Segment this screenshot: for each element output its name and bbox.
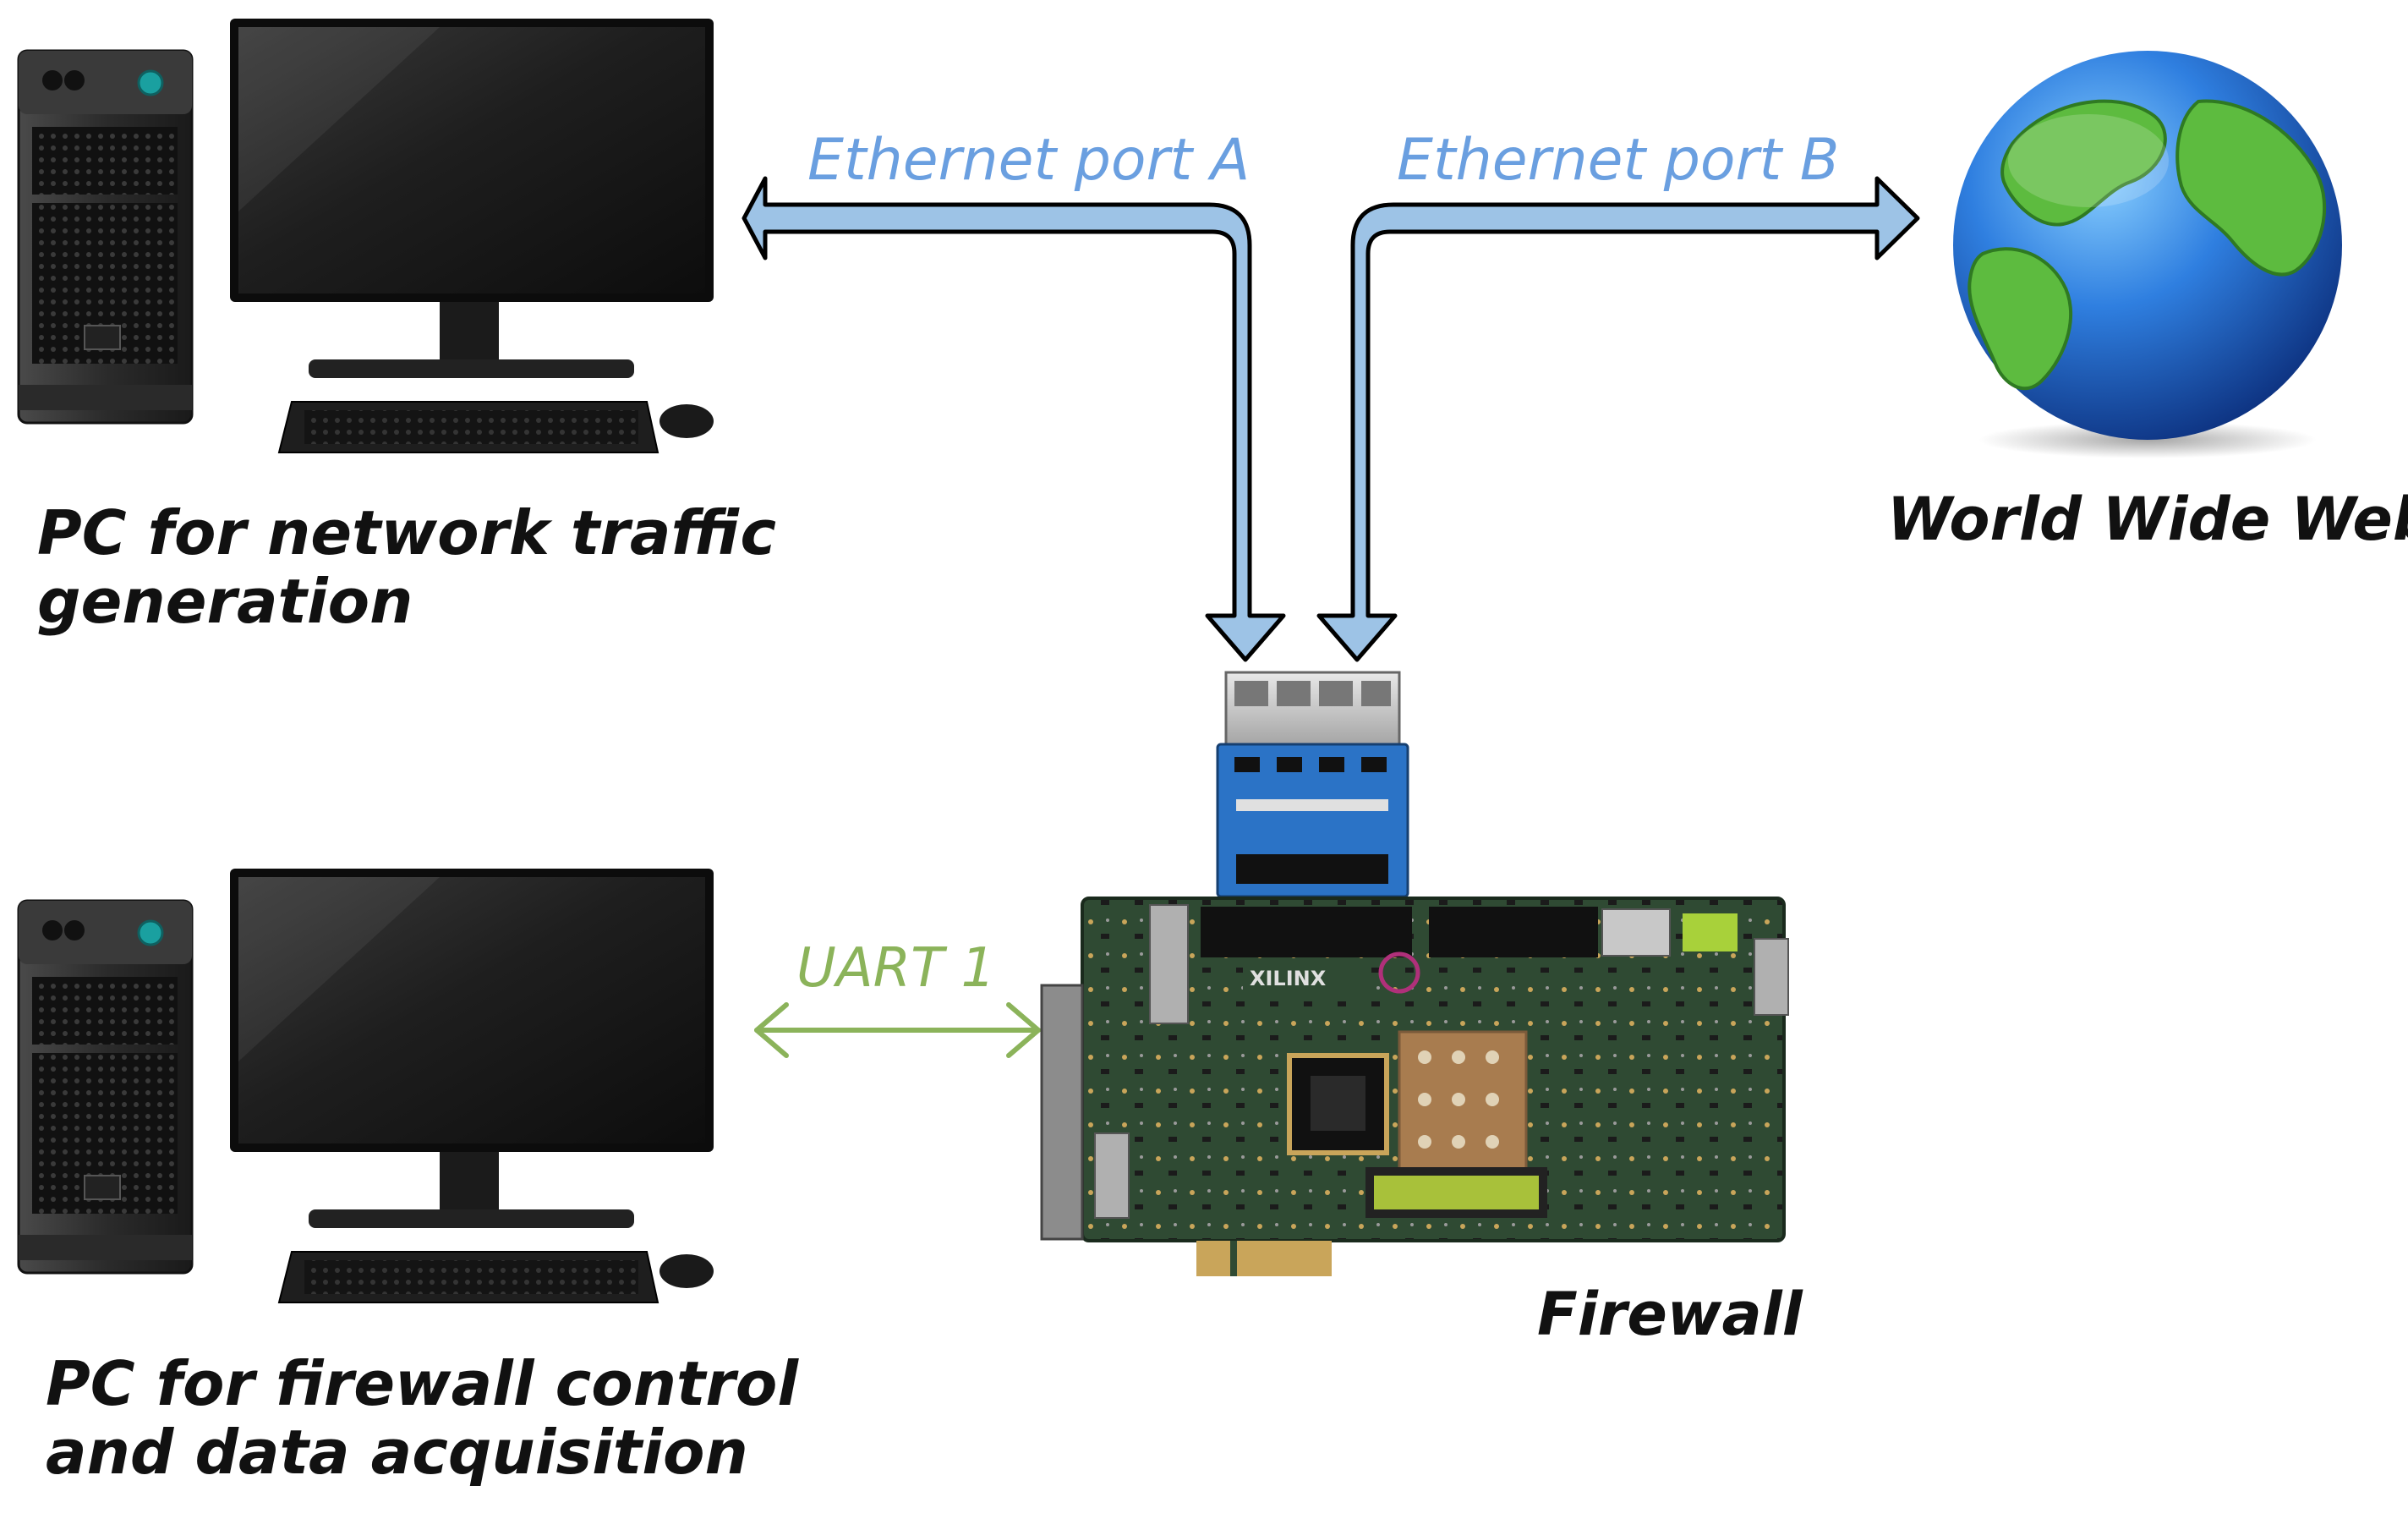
pc-traffic-label-line2: generation [37,565,413,637]
world-wide-web-label: World Wide Web [1887,485,2408,554]
ethernet-expansion-card-icon [1216,671,1409,898]
uart-label: UART 1 [796,937,996,1000]
firewall-label: Firewall [1537,1280,1803,1349]
globe-icon [1953,51,2342,458]
keyboard-icon [277,1251,659,1303]
mouse-icon [659,404,714,438]
pc-traffic-label-line1: PC for network traffic [37,497,777,568]
monitor-icon [230,19,714,378]
monitor-icon [230,869,714,1228]
ethernet-b-arrow [1316,176,1920,662]
keyboard-icon [277,401,659,453]
fpga-board-icon: XILINX [1040,897,1789,1276]
pc-traffic-icon [17,19,714,453]
tower-icon [17,899,194,1275]
pc-control-label-line2: and data acquisition [46,1416,748,1488]
pc-control-label-line1: PC for firewall control [46,1348,799,1419]
tower-icon [17,49,194,425]
ethernet-a-arrow [742,176,1286,662]
pc-traffic-label: PC for network traffic generation [37,499,776,635]
pc-control-icon [17,869,714,1303]
uart-arrow [754,1002,1041,1058]
ethernet-b-label: Ethernet port B [1397,127,1840,194]
xilinx-logo: XILINX [1250,967,1327,990]
mouse-icon [659,1254,714,1288]
pc-control-label: PC for firewall control and data acquisi… [46,1350,798,1486]
ethernet-a-label: Ethernet port A [807,127,1251,194]
